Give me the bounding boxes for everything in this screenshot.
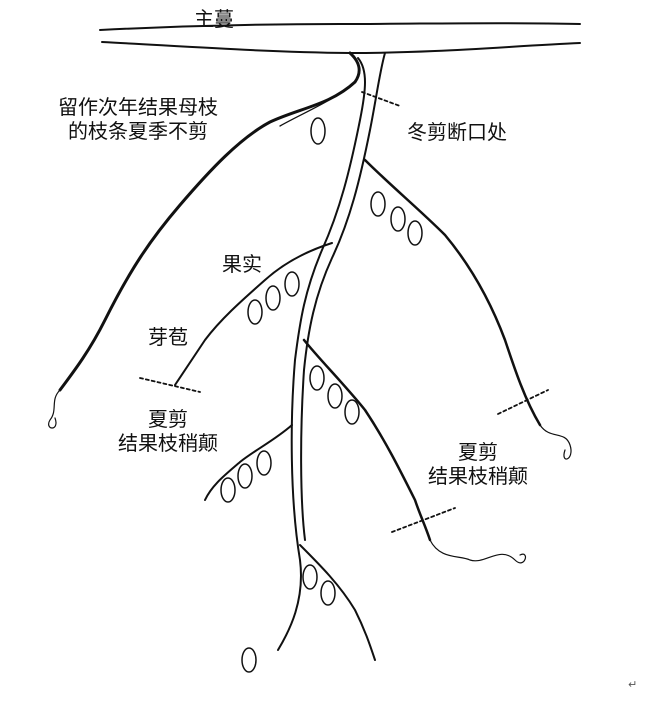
paragraph-end-mark: ↵	[628, 678, 638, 691]
fruit-middle-right-1	[309, 365, 325, 391]
lower-left-shoot	[204, 424, 293, 501]
summer-cut-left-label-line2: 结果枝稍颠	[118, 431, 218, 455]
fruit-middle-left-3	[284, 271, 300, 297]
summer-cut-right-label-line1: 夏剪	[458, 440, 498, 464]
fruit-lower-left-3	[256, 450, 272, 476]
retained-branch-label-line1: 留作次年结果母枝	[58, 95, 218, 119]
fruit-bottom	[241, 647, 257, 673]
summer-cut-left-label-line1: 夏剪	[148, 407, 188, 431]
fruit-middle-right-2	[327, 383, 343, 409]
summer-cut-right-label: 夏剪 结果枝稍颠	[428, 440, 528, 488]
retained-branch-label-line2: 的枝条夏季不剪	[68, 119, 208, 143]
fruit-right-upper-3	[407, 220, 423, 246]
summer-cut-line-right-upper	[497, 389, 549, 415]
fruit-label: 果实	[222, 252, 262, 276]
retained-branch-tendril	[48, 389, 61, 429]
bud-label: 芽苞	[148, 325, 188, 349]
lowest-shoot	[299, 544, 376, 661]
middle-right-shoot	[302, 338, 432, 542]
fruit-lower-left-2	[237, 463, 253, 489]
right-upper-shoot-tendril	[539, 424, 572, 460]
winter-cut-line	[361, 91, 401, 107]
cane-left-edge	[277, 57, 366, 651]
fruit-middle-right-3	[344, 399, 360, 425]
summer-cut-left-label: 夏剪 结果枝稍颠	[118, 407, 218, 455]
fruit-lower-left-1	[220, 477, 236, 503]
fruit-lowest-1	[302, 564, 318, 590]
fruit-middle-left-1	[247, 299, 263, 325]
fruit-lowest-2	[320, 580, 336, 606]
main-vine-label: 主蔓	[194, 7, 234, 31]
fruit-retained	[310, 117, 326, 145]
main-vine-bottom-line	[101, 41, 581, 54]
fruit-right-upper-2	[390, 206, 406, 232]
main-vine-top-line	[99, 22, 581, 31]
middle-right-shoot-tendril	[429, 539, 527, 564]
summer-cut-line-right-lower	[391, 507, 456, 533]
cane-right-edge	[300, 52, 386, 541]
retained-branch-label: 留作次年结果母枝 的枝条夏季不剪	[58, 95, 218, 143]
middle-left-shoot	[174, 242, 333, 386]
retained-branch-inner	[279, 81, 356, 127]
summer-cut-right-label-line2: 结果枝稍颠	[428, 464, 528, 488]
summer-cut-line-left	[139, 377, 201, 393]
fruit-middle-left-2	[265, 285, 281, 311]
fruit-right-upper-1	[370, 191, 386, 217]
right-upper-shoot	[363, 158, 542, 427]
winter-cut-label: 冬剪断口处	[407, 120, 507, 144]
